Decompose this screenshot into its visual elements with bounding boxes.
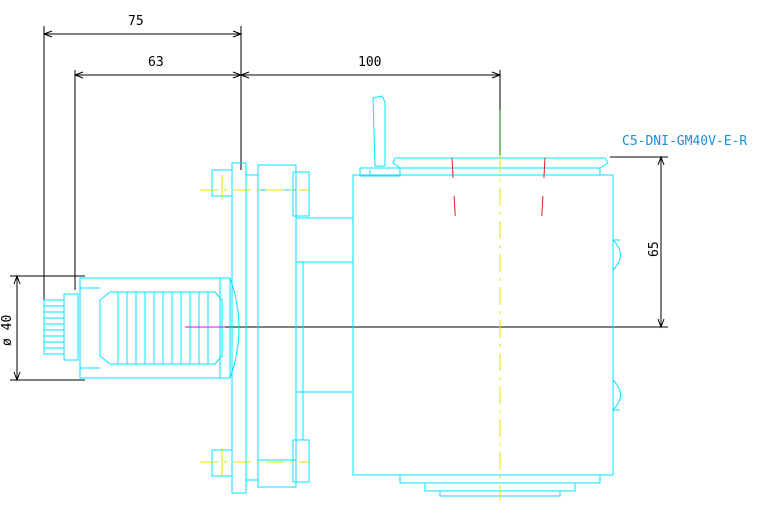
dimension-lines — [10, 26, 668, 382]
part-number-label: C5-DNI-GM40V-E-R — [622, 134, 748, 149]
center-lines — [200, 155, 501, 500]
hidden-lines — [451, 157, 546, 231]
dimension-63-label: 63 — [148, 55, 164, 70]
dimension-75-label: 75 — [128, 14, 144, 29]
diameter-40-label: ø 40 — [0, 314, 15, 346]
dimension-100-label: 100 — [358, 55, 382, 70]
tool-outline — [43, 95, 621, 497]
dimension-65-label: 65 — [647, 241, 662, 257]
